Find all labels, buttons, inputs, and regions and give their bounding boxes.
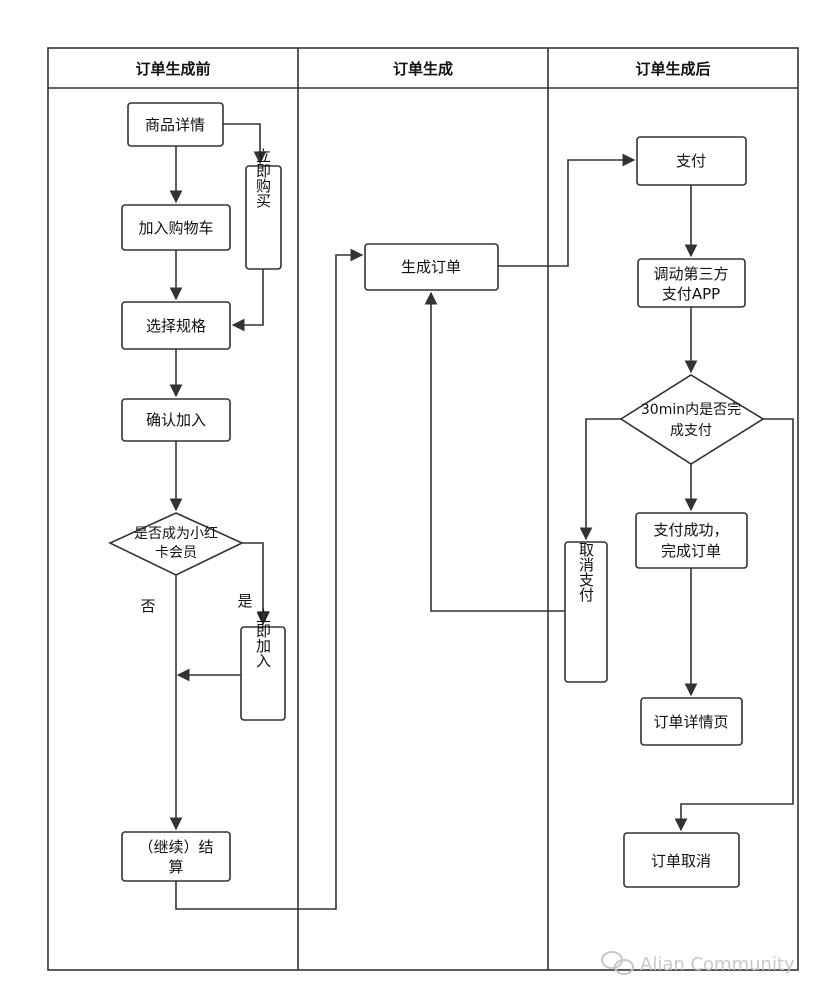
node-cancel-pay-label: 取消支付 — [577, 542, 595, 603]
edge-checkout-to-order — [175, 248, 364, 910]
lane-title-after: 订单生成后 — [635, 60, 710, 78]
node-create-order-label: 生成订单 — [401, 258, 461, 276]
node-add-cart-label: 加入购物车 — [138, 219, 213, 237]
node-buy-now-label: 立即购买 — [254, 148, 272, 208]
edge-cancelpay-to-order — [424, 291, 565, 612]
node-call-third-party-line2: 支付APP — [662, 285, 720, 303]
lane-title-generate: 订单生成 — [393, 60, 453, 78]
node-call-third-party-line1: 调动第三方 — [653, 265, 728, 283]
node-call-third-party: 调动第三方 支付APP — [637, 258, 746, 308]
edge-decision-yes — [242, 542, 270, 626]
node-pay-success: 支付成功， 完成订单 — [635, 512, 748, 569]
node-order-detail-label: 订单详情页 — [653, 713, 728, 731]
watermark: Alian Community — [601, 951, 795, 975]
edge-decision-to-cancelpay — [579, 418, 621, 541]
node-select-spec-label: 选择规格 — [146, 317, 206, 335]
node-product-detail-label: 商品详情 — [145, 116, 205, 134]
node-confirm-add: 确认加入 — [121, 398, 231, 442]
node-create-order: 生成订单 — [364, 243, 499, 291]
node-member-decision: 是否成为小红 卡会员 — [108, 512, 244, 576]
node-pay-success-line2: 完成订单 — [661, 542, 721, 560]
edge-detail-to-buynow — [223, 123, 267, 165]
node-add-cart: 加入购物车 — [121, 204, 231, 251]
edge-order-to-pay — [498, 153, 636, 267]
watermark-text: Alian Community — [640, 954, 795, 975]
edge-buynow-to-spec — [231, 269, 264, 332]
node-member-decision-line1: 是否成为小红 — [134, 526, 218, 542]
node-paid-decision-line1: 30min内是否完 — [641, 402, 741, 418]
node-checkout-line1: （继续）结 — [138, 838, 213, 856]
node-order-detail: 订单详情页 — [640, 697, 743, 746]
node-confirm-add-label: 确认加入 — [146, 411, 206, 429]
wechat-icon — [601, 951, 634, 975]
node-paid-decision: 30min内是否完 成支付 — [619, 374, 765, 465]
label-no: 否 — [140, 597, 155, 615]
swimlane-frame — [47, 47, 799, 971]
node-pay: 支付 — [636, 136, 747, 186]
node-member-decision-line2: 卡会员 — [155, 545, 197, 561]
lane-title-before: 订单生成前 — [135, 60, 210, 78]
node-order-cancel-label: 订单取消 — [651, 852, 711, 870]
node-paid-decision-line2: 成支付 — [670, 423, 712, 439]
node-select-spec: 选择规格 — [121, 301, 231, 350]
node-product-detail: 商品详情 — [127, 102, 224, 147]
node-join-now-label: 立即加入 — [254, 608, 272, 668]
connectors — [169, 123, 794, 910]
edge-decision-to-ordercancel — [674, 418, 794, 832]
node-checkout-line2: 算 — [168, 858, 183, 876]
node-join-now: 立即加入 — [240, 608, 286, 721]
node-pay-success-line1: 支付成功， — [653, 521, 728, 539]
node-cancel-pay: 取消支付 — [564, 541, 608, 683]
node-pay-label: 支付 — [676, 152, 706, 170]
label-yes: 是 — [237, 592, 252, 610]
node-buy-now: 立即购买 — [245, 148, 282, 270]
node-order-cancel: 订单取消 — [623, 832, 740, 888]
node-checkout: （继续）结 算 — [121, 831, 231, 882]
